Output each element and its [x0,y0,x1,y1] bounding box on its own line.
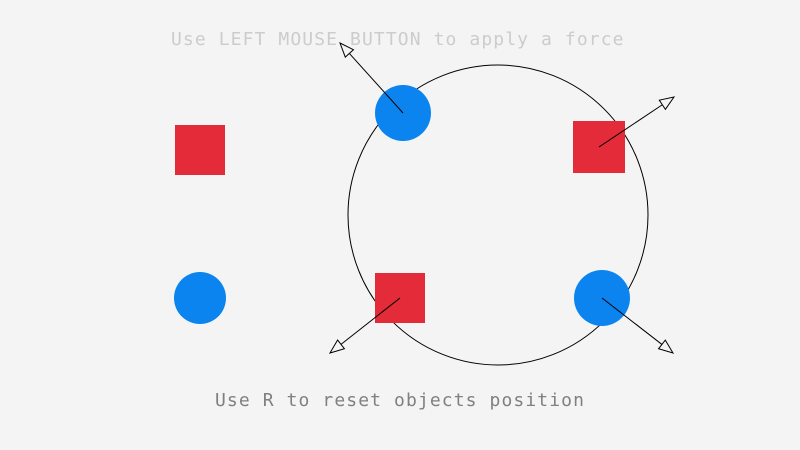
constraint-circle [347,64,649,366]
force-arrow-head [328,339,346,354]
bodies-layer[interactable] [174,85,630,326]
force-arrow-shaft [598,104,663,148]
hint-reset-objects: Use R to reset objects position [214,390,586,411]
force-arrow-head [339,41,355,58]
body-square-left[interactable] [175,125,225,175]
force-arrow-head [658,96,676,111]
force-vectors-layer [328,41,676,354]
force-arrow-shaft [601,297,663,345]
force-arrow-shaft [348,53,404,114]
hint-apply-force: Use LEFT MOUSE BUTTON to apply a force [171,29,625,50]
force-arrow-shaft [340,297,401,345]
body-circle-bottom-left[interactable] [174,272,226,324]
force-arrow-head [657,339,675,354]
